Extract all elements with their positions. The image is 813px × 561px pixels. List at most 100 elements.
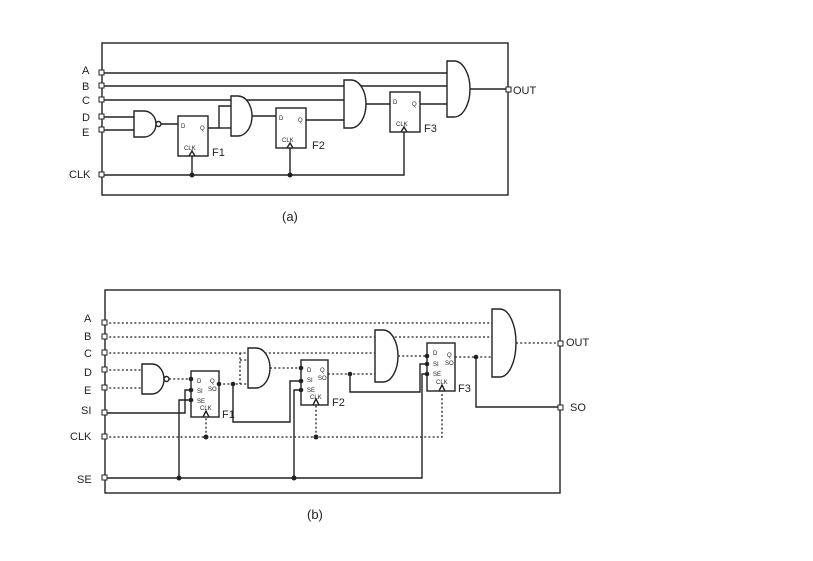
diagram-b: A B C D E SI CLK SE OUT SO D SI SE Q SO … [70, 289, 590, 522]
b-flipflop-f1 [190, 370, 220, 418]
a-input-label-b: B [82, 81, 89, 93]
b-f3-d-pin: D [433, 351, 438, 357]
b-port-e [101, 384, 108, 391]
b-clock-label: CLK [70, 431, 92, 443]
a-flipflop-f3 [389, 91, 421, 133]
b-f2-label: F2 [332, 397, 345, 409]
b-port-so [557, 404, 564, 411]
a-wire-f1-q [208, 105, 232, 129]
b-and-gate-1 [247, 347, 271, 389]
b-port-se [101, 474, 108, 481]
b-port-out [557, 340, 564, 347]
b-f2-si-dot [298, 378, 304, 384]
b-wire-f2-so [349, 363, 427, 393]
a-f2-label: F2 [312, 140, 325, 152]
a-f3-clock-triangle [400, 125, 408, 133]
b-f1-d-dot [188, 376, 194, 382]
a-nand-bubble [155, 120, 162, 128]
a-port-e [98, 126, 105, 133]
a-input-label-d: D [82, 112, 90, 124]
b-output-and-gate [491, 308, 517, 378]
b-se-junction-1 [176, 475, 182, 481]
b-input-label-e: E [84, 385, 91, 397]
b-input-label-b: B [84, 331, 91, 343]
b-f3-d-dot [424, 353, 430, 359]
diagram-b-boundary [104, 289, 561, 494]
a-clock-bus [102, 132, 405, 176]
b-f1-q-pin: Q [210, 379, 215, 385]
a-port-d [98, 113, 105, 120]
b-clock-junction-1 [203, 434, 209, 440]
b-f3-se-pin: SE [433, 372, 441, 378]
b-input-label-c: C [84, 348, 92, 360]
a-nand-gate [133, 110, 157, 138]
b-f1-so-pin: SO [208, 387, 217, 393]
a-f1-d-pin: D [181, 124, 186, 130]
b-f3-clock-triangle [438, 383, 446, 392]
b-scan-out-label: SO [570, 402, 586, 414]
a-port-b [98, 82, 105, 89]
b-f3-so-pin: SO [445, 361, 454, 367]
b-f3-si-dot [424, 361, 430, 367]
b-f2-d-dot [298, 365, 304, 371]
b-port-clk [101, 433, 108, 440]
b-clock-junction-2 [313, 434, 319, 440]
b-f2-so-pin: SO [318, 376, 327, 382]
a-caption: (a) [282, 209, 298, 224]
b-f2-se-pin: SE [307, 388, 315, 394]
a-clock-junction-1 [189, 172, 195, 178]
b-wire-f3-so [475, 357, 560, 408]
a-f2-d-pin: D [279, 116, 284, 122]
b-port-b [101, 333, 108, 340]
a-f3-q-pin: Q [412, 102, 417, 108]
b-input-label-d: D [84, 367, 92, 379]
b-clock-bus [105, 391, 443, 438]
b-f2-q-pin: Q [320, 368, 325, 374]
b-f3-clk-pin: CLK [436, 380, 448, 386]
b-port-a [101, 319, 108, 326]
b-wire-scan-in [105, 389, 191, 414]
b-caption: (b) [307, 507, 323, 522]
b-scan-enable-f2 [293, 389, 301, 478]
a-input-label-c: C [82, 95, 90, 107]
b-f3-label: F3 [458, 383, 471, 395]
b-f2-si-pin: SI [307, 378, 313, 384]
a-port-a [98, 69, 105, 76]
b-and-gate-2 [374, 329, 399, 383]
a-port-clk [98, 171, 105, 178]
b-f1-d-pin: D [197, 379, 202, 385]
b-f3-q-pin: Q [447, 353, 452, 359]
b-f1-si-pin: SI [197, 389, 203, 395]
b-f1-label: F1 [222, 409, 235, 421]
b-scan-enable-bus [105, 373, 427, 479]
a-input-label-e: E [82, 127, 89, 139]
b-port-si [101, 409, 108, 416]
b-scan-in-label: SI [81, 405, 91, 417]
a-and-gate-1 [230, 95, 253, 137]
a-f1-label: F1 [212, 147, 225, 159]
b-nand-gate [141, 363, 165, 395]
b-output-label: OUT [566, 337, 590, 349]
b-wire-f1-so [232, 380, 301, 423]
a-port-c [98, 96, 105, 103]
b-input-label-a: A [84, 313, 92, 325]
a-clock-junction-2 [287, 172, 293, 178]
b-f1-se-pin: SE [197, 399, 205, 405]
a-f2-q-pin: Q [298, 118, 303, 124]
a-input-label-a: A [82, 65, 90, 77]
a-clock-label: CLK [69, 169, 91, 181]
b-f1-clock-triangle [202, 409, 210, 418]
a-output-label: OUT [513, 85, 537, 97]
b-se-junction-2 [291, 475, 297, 481]
a-flipflop-f1 [177, 115, 209, 157]
a-port-out [505, 86, 512, 93]
b-f3-si-pin: SI [433, 362, 439, 368]
a-f3-clk-pin: CLK [396, 122, 408, 128]
b-flipflop-f3 [426, 342, 456, 392]
b-port-c [101, 349, 108, 356]
a-f1-q-pin: Q [200, 126, 205, 132]
diagram-a: A B C D E CLK OUT D Q CLK F1 D Q CLK [69, 42, 537, 224]
b-f1-clk-pin: CLK [200, 406, 212, 412]
